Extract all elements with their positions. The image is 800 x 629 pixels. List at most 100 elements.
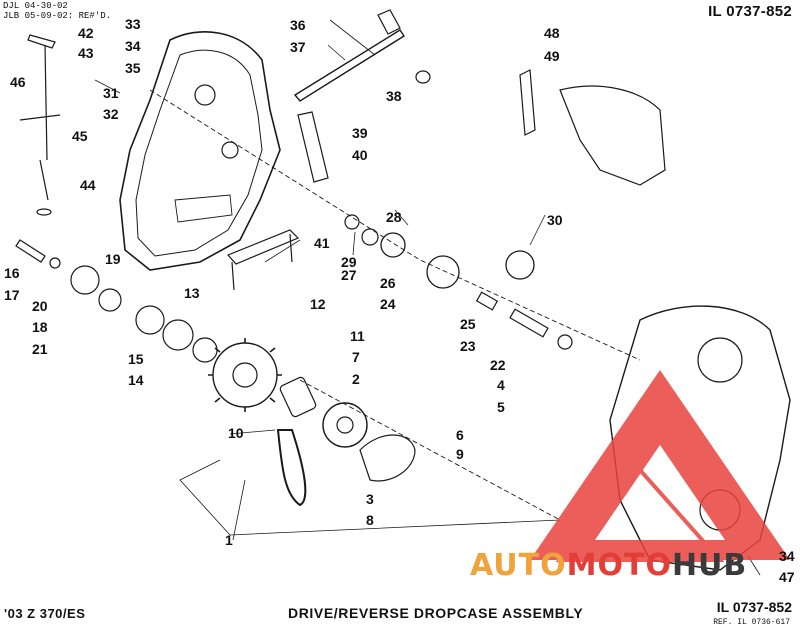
callout-34: 34	[125, 38, 141, 54]
callout-9: 9	[456, 446, 464, 462]
diagram-title: DRIVE/REVERSE DROPCASE ASSEMBLY	[288, 605, 584, 621]
callout-31: 31	[103, 85, 119, 101]
bracket	[297, 111, 329, 183]
drive-chain	[276, 429, 307, 507]
washer-29	[344, 214, 360, 230]
callout-28: 28	[386, 209, 402, 225]
callout-43: 43	[78, 45, 94, 61]
callout-16: 16	[4, 265, 20, 281]
callout-30: 30	[547, 212, 563, 228]
watermark-triangle	[530, 370, 790, 560]
callout-45: 45	[72, 128, 88, 144]
callout-15: 15	[128, 351, 144, 367]
gear-24	[426, 255, 460, 289]
illustration-id-bottom: IL 0737-852	[716, 599, 792, 615]
callout-25: 25	[460, 316, 476, 332]
callout-2: 2	[352, 371, 360, 387]
revision-line-1: DJL 04-30-02	[3, 1, 68, 11]
large-sprocket	[212, 342, 278, 408]
callout-32: 32	[103, 106, 119, 122]
shim-plate	[359, 434, 416, 482]
callout-33: 33	[125, 16, 141, 32]
reference-id: REF. IL 0736-617	[713, 618, 790, 627]
gear-30	[505, 250, 535, 280]
washer-17	[49, 257, 61, 269]
washer-22	[557, 334, 573, 350]
callout-13: 13	[184, 285, 200, 301]
watermark-auto: AUTO	[470, 548, 567, 583]
watermark-text: AUTOMOTOHUB	[470, 548, 747, 583]
callout-17: 17	[4, 287, 20, 303]
callout-4: 4	[497, 377, 505, 393]
watermark-hub: HUB	[671, 548, 748, 583]
callout-42: 42	[78, 25, 94, 41]
dipstick	[27, 34, 56, 161]
callout-48: 48	[544, 25, 560, 41]
callout-11: 11	[350, 328, 365, 344]
illustration-id-top: IL 0737-852	[708, 3, 792, 20]
callout-49: 49	[544, 48, 560, 64]
callout-22: 22	[490, 357, 506, 373]
callout-14: 14	[128, 372, 144, 388]
callout-23: 23	[460, 338, 476, 354]
callout-37: 37	[290, 39, 306, 55]
transmission-housing	[609, 305, 791, 571]
dropcase-cover-inner	[135, 49, 263, 257]
callout-1: 1	[225, 532, 233, 548]
callout-8: 8	[366, 512, 374, 528]
callout-36: 36	[290, 17, 306, 33]
callout-35: 35	[125, 60, 141, 76]
gear-14	[162, 319, 194, 351]
revision-line-2: JLB 05-09-02: RE#'D.	[3, 11, 112, 21]
callout-40: 40	[352, 147, 368, 163]
callout-3: 3	[366, 491, 374, 507]
cover-boss-2	[221, 141, 239, 159]
callout-5: 5	[497, 399, 505, 415]
bolt-16	[15, 239, 46, 263]
shift-lever	[377, 9, 401, 35]
callout-46: 46	[10, 74, 26, 90]
shift-shaft	[293, 29, 405, 102]
hub-18	[70, 265, 100, 295]
reverse-gear	[322, 402, 368, 448]
watermark-logo	[530, 370, 790, 562]
callout-19: 19	[105, 251, 121, 267]
callout-47: 47	[779, 569, 795, 585]
cover-boss	[194, 84, 216, 106]
callout-20: 20	[32, 298, 48, 314]
callout-7: 7	[352, 349, 360, 365]
callout-34-lower: 34	[779, 548, 795, 564]
callout-10: 10	[228, 425, 244, 441]
callout-24: 24	[380, 296, 396, 312]
callout-18: 18	[32, 319, 48, 335]
callout-39: 39	[352, 125, 368, 141]
callout-29: 29	[341, 254, 357, 270]
callout-41: 41	[314, 235, 330, 251]
linkage-housing	[559, 85, 666, 186]
gear-26	[380, 232, 406, 258]
spline-spacer	[279, 376, 317, 418]
handle	[226, 229, 300, 265]
bearing-27	[361, 228, 379, 246]
callout-44: 44	[80, 177, 96, 193]
watermark-moto: MOTO	[566, 548, 672, 583]
dropcase-cover	[119, 31, 281, 271]
callout-27: 27	[341, 267, 357, 283]
model-label: '03 Z 370/ES	[4, 606, 86, 621]
ring-15	[135, 305, 165, 335]
callout-38: 38	[386, 88, 402, 104]
spacer-25	[475, 291, 499, 311]
cover-rib	[174, 194, 233, 223]
shaft-oring	[415, 70, 431, 84]
ring-13	[192, 337, 218, 363]
callout-6: 6	[456, 427, 464, 443]
linkage-arm	[519, 69, 536, 136]
callout-21: 21	[32, 341, 48, 357]
main-axis-line	[149, 89, 641, 361]
spacer-23	[509, 308, 549, 338]
snap-ring-21	[98, 288, 122, 312]
callout-12: 12	[310, 296, 326, 312]
lower-axis-line	[299, 379, 561, 521]
callout-26: 26	[380, 275, 396, 291]
